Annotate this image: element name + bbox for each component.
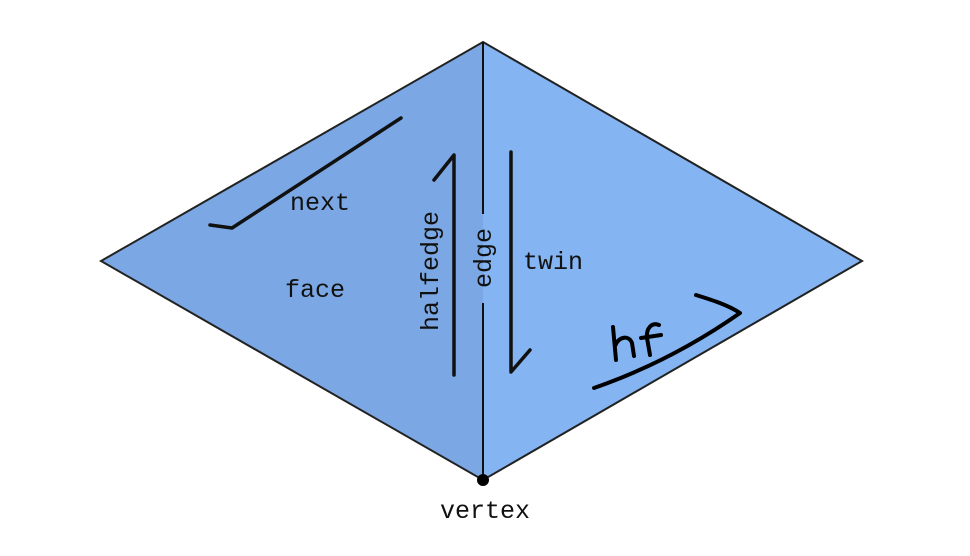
vertex-dot	[477, 474, 489, 486]
face-label: face	[285, 276, 345, 305]
handwritten-arrow	[592, 293, 742, 390]
handwritten-h-stroke	[611, 325, 636, 362]
handwritten-f-stroke	[639, 322, 663, 357]
halfedge-arrow	[432, 153, 456, 377]
twin-label: twin	[523, 248, 583, 277]
edge-label: edge	[470, 228, 499, 288]
next-arrow	[208, 116, 403, 230]
left-face	[101, 42, 483, 480]
halfedge-label: halfedge	[417, 211, 446, 331]
handwritten-annotation: hf	[592, 293, 742, 390]
twin-arrow	[509, 150, 532, 374]
next-label: next	[290, 189, 350, 218]
vertex-label: vertex	[440, 497, 530, 526]
right-face	[483, 42, 862, 480]
